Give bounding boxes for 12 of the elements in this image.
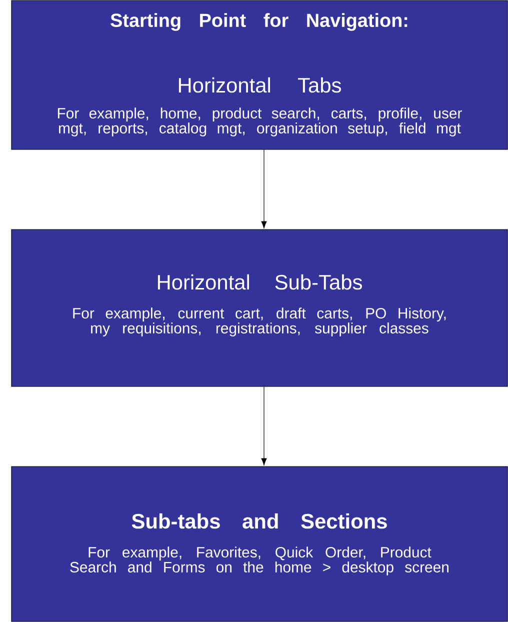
box-title: Starting Point for Navigation: [110, 13, 408, 31]
box-heading: Horizontal Sub-Tabs [158, 274, 362, 290]
box-heading: Sub-tabs and Sections [132, 513, 387, 529]
box-description: For example, Favorites, Quick Order, Product Search and Forms on the home > desktop screen [70, 546, 448, 576]
box-description: For example, current cart, draft carts, PO History, my requisitions, registrations, supplier classes [73, 308, 446, 336]
process-box [11, 229, 508, 387]
arrow [261, 386, 267, 466]
box-description: For example, home, product search, carts, profile, user mgt, reports, catalog mgt, organization setup, field mgt [58, 108, 462, 136]
process-box [11, 466, 508, 622]
arrow [261, 150, 267, 228]
process-box [11, 0, 508, 150]
box-heading: Horizontal Tabs [178, 77, 341, 93]
